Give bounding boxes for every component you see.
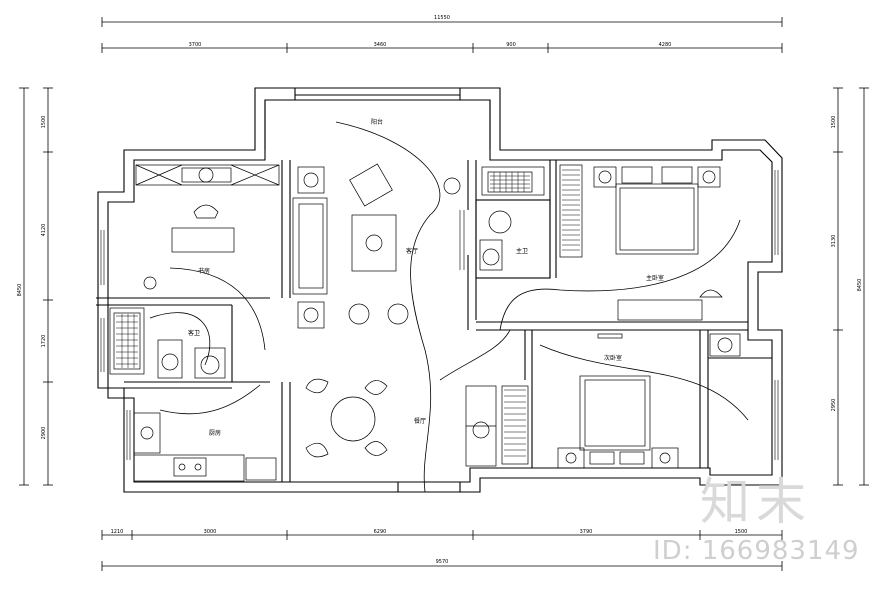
dim-bottom-3: 6290 <box>374 529 387 535</box>
label-study: 书房 <box>198 267 210 275</box>
dim-bottom-2: 3000 <box>204 529 217 535</box>
windows <box>100 170 779 460</box>
label-guest-bath: 客卫 <box>188 329 200 337</box>
dim-bottom-5: 1500 <box>735 529 748 535</box>
dim-right-total: 8450 <box>857 279 863 292</box>
dim-right-1: 1500 <box>831 116 837 129</box>
watermark-logo: 知末 <box>700 473 812 531</box>
label-kitchen: 厨房 <box>209 429 221 437</box>
dim-bottom-4: 3790 <box>580 529 593 535</box>
dim-top-1: 3700 <box>189 42 202 48</box>
room-labels: 阳台 书房 客厅 主卫 主卧室 客卫 次卧室 厨房 餐厅 <box>188 118 664 437</box>
dim-left-1: 1500 <box>41 116 47 129</box>
circulation-lines <box>149 121 749 493</box>
dim-bottom-total: 9570 <box>436 559 449 565</box>
hatching <box>116 169 580 457</box>
label-master-bath: 主卫 <box>516 247 528 255</box>
dim-top-4: 4280 <box>659 42 672 48</box>
dim-right-2: 3130 <box>831 235 837 248</box>
label-balcony: 阳台 <box>371 118 383 126</box>
dimension-lines <box>19 17 869 571</box>
dim-top-3: 900 <box>506 42 516 48</box>
label-master-bedroom: 主卧室 <box>646 274 664 282</box>
label-second-bedroom: 次卧室 <box>604 354 622 362</box>
dim-top-total: 11550 <box>434 15 450 21</box>
dim-left-4: 2900 <box>41 427 47 440</box>
dim-top-2: 3460 <box>374 42 387 48</box>
dim-left-total: 8450 <box>17 284 23 297</box>
dim-bottom-1: 1210 <box>111 529 124 535</box>
watermark-id: ID: 166983149 <box>653 536 860 566</box>
dim-right-3: 2950 <box>831 399 837 412</box>
dimension-labels: 11550 3700 3460 900 4280 1210 3000 6290 … <box>17 15 863 565</box>
dim-left-2: 4120 <box>41 224 47 237</box>
walls <box>96 87 783 493</box>
dim-left-3: 1720 <box>41 335 47 348</box>
label-dining-room: 餐厅 <box>414 417 426 425</box>
label-living-room: 客厅 <box>406 247 418 255</box>
